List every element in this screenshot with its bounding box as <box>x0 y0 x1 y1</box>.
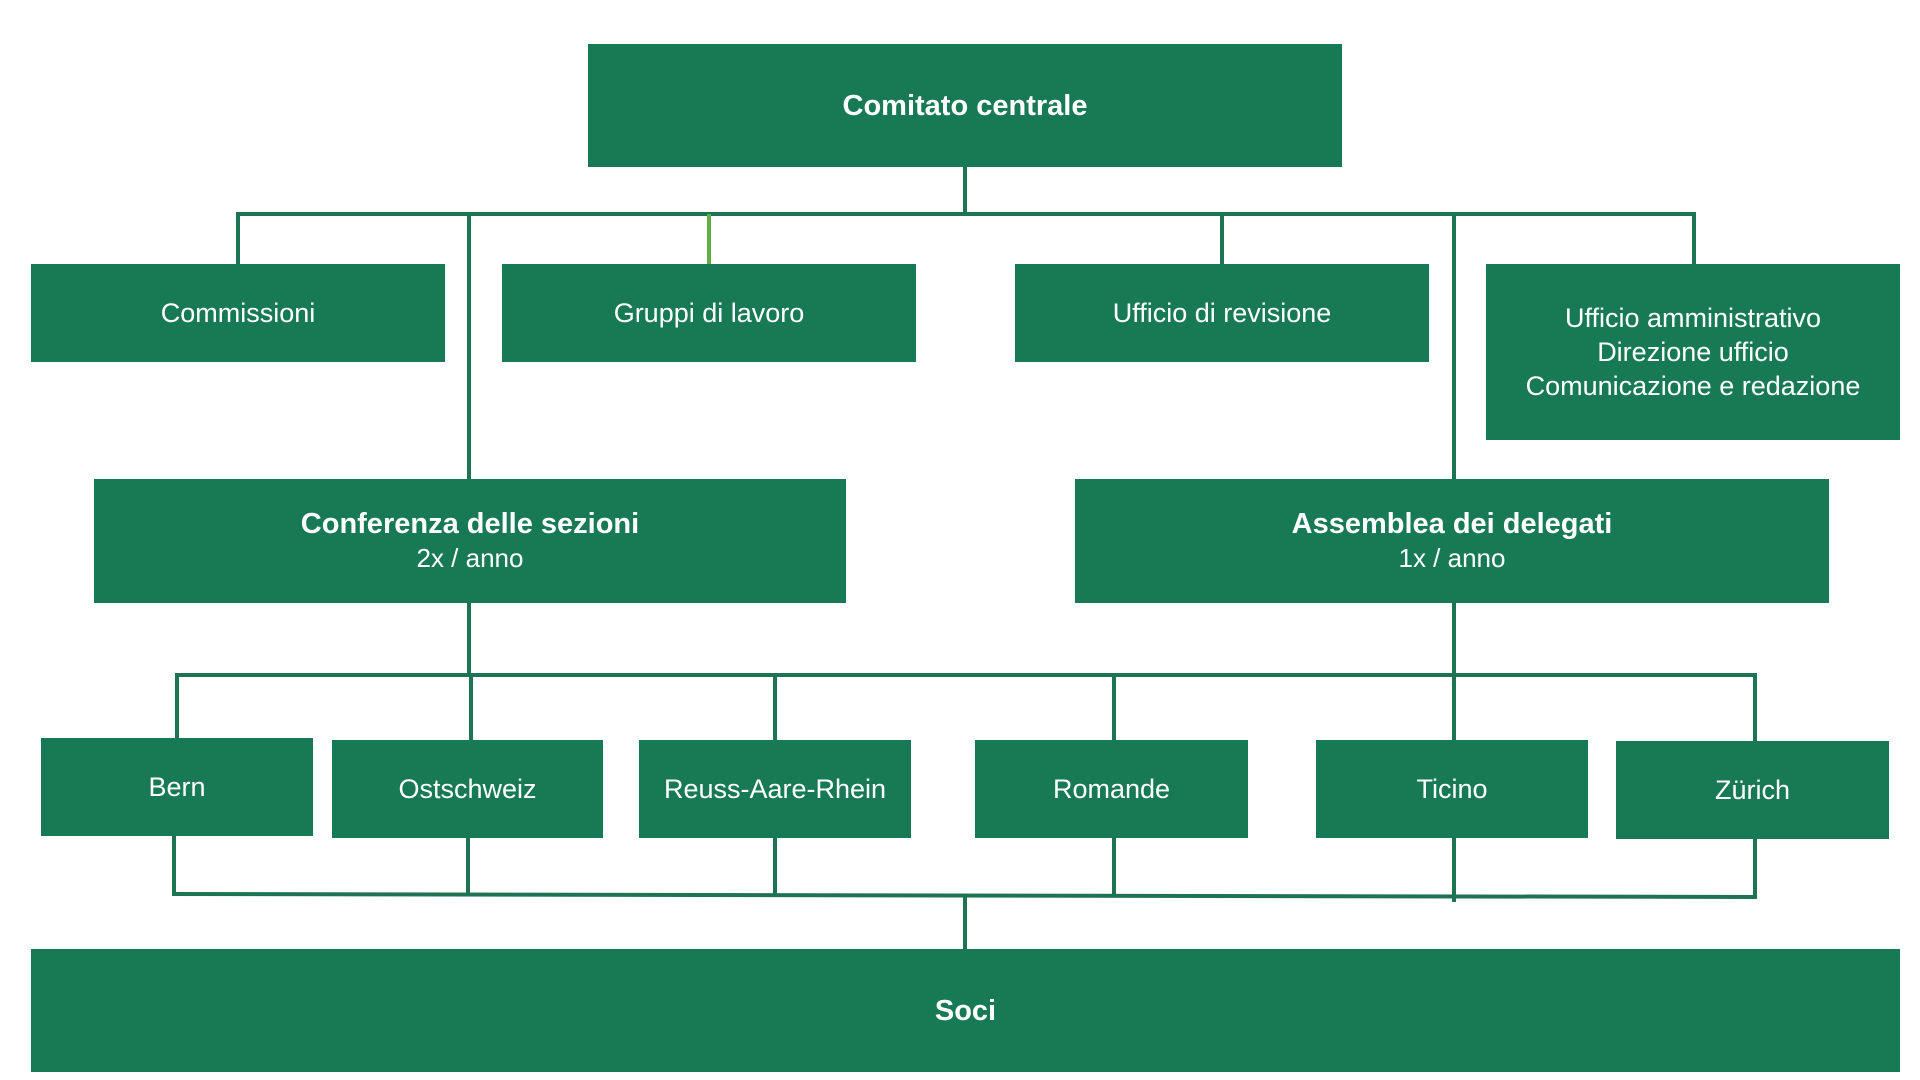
commissioni-box: Commissioni <box>31 264 445 362</box>
section-label-bern: Bern <box>148 772 206 802</box>
gruppi-di-lavoro-label: Gruppi di lavoro <box>613 298 805 328</box>
section-label-ticino: Ticino <box>1416 774 1488 804</box>
assemblea-frequency: 1x / anno <box>1398 543 1506 573</box>
ufficio-amministrativo-line-1: Ufficio amministrativo <box>1564 303 1822 333</box>
commissioni-label: Commissioni <box>160 298 316 328</box>
ufficio-di-revisione-box: Ufficio di revisione <box>1015 264 1429 362</box>
conferenza-frequency: 2x / anno <box>416 543 524 573</box>
assemblea-dei-delegati-box: Assemblea dei delegati 1x / anno <box>1075 479 1829 603</box>
section-box-ticino: Ticino <box>1316 740 1588 838</box>
conferenza-delle-sezioni-box: Conferenza delle sezioni 2x / anno <box>94 479 846 603</box>
comitato-centrale-label: Comitato centrale <box>842 89 1088 122</box>
conferenza-title: Conferenza delle sezioni <box>300 508 640 540</box>
ufficio-amministrativo-line-3: Comunicazione e redazione <box>1525 371 1861 401</box>
section-label-ostschweiz: Ostschweiz <box>398 774 537 804</box>
section-box-ostschweiz: Ostschweiz <box>332 740 603 838</box>
soci-box: Soci <box>31 949 1900 1072</box>
section-label-reuss-aare-rhein: Reuss-Aare-Rhein <box>663 774 887 804</box>
section-box-zurich: Zürich <box>1616 741 1889 839</box>
section-box-reuss-aare-rhein: Reuss-Aare-Rhein <box>639 740 911 838</box>
section-label-romande: Romande <box>1052 774 1171 804</box>
ufficio-di-revisione-label: Ufficio di revisione <box>1112 298 1332 328</box>
section-label-zurich: Zürich <box>1714 775 1790 805</box>
gruppi-di-lavoro-box: Gruppi di lavoro <box>502 264 916 362</box>
soci-label: Soci <box>934 994 997 1027</box>
section-box-bern: Bern <box>41 738 313 836</box>
ufficio-amministrativo-line-2: Direzione ufficio <box>1597 337 1789 367</box>
ufficio-amministrativo-box: Ufficio amministrativo Direzione ufficio… <box>1486 264 1900 440</box>
assemblea-title: Assemblea dei delegati <box>1291 508 1613 540</box>
comitato-centrale-box: Comitato centrale <box>588 44 1342 167</box>
section-box-romande: Romande <box>975 740 1248 838</box>
